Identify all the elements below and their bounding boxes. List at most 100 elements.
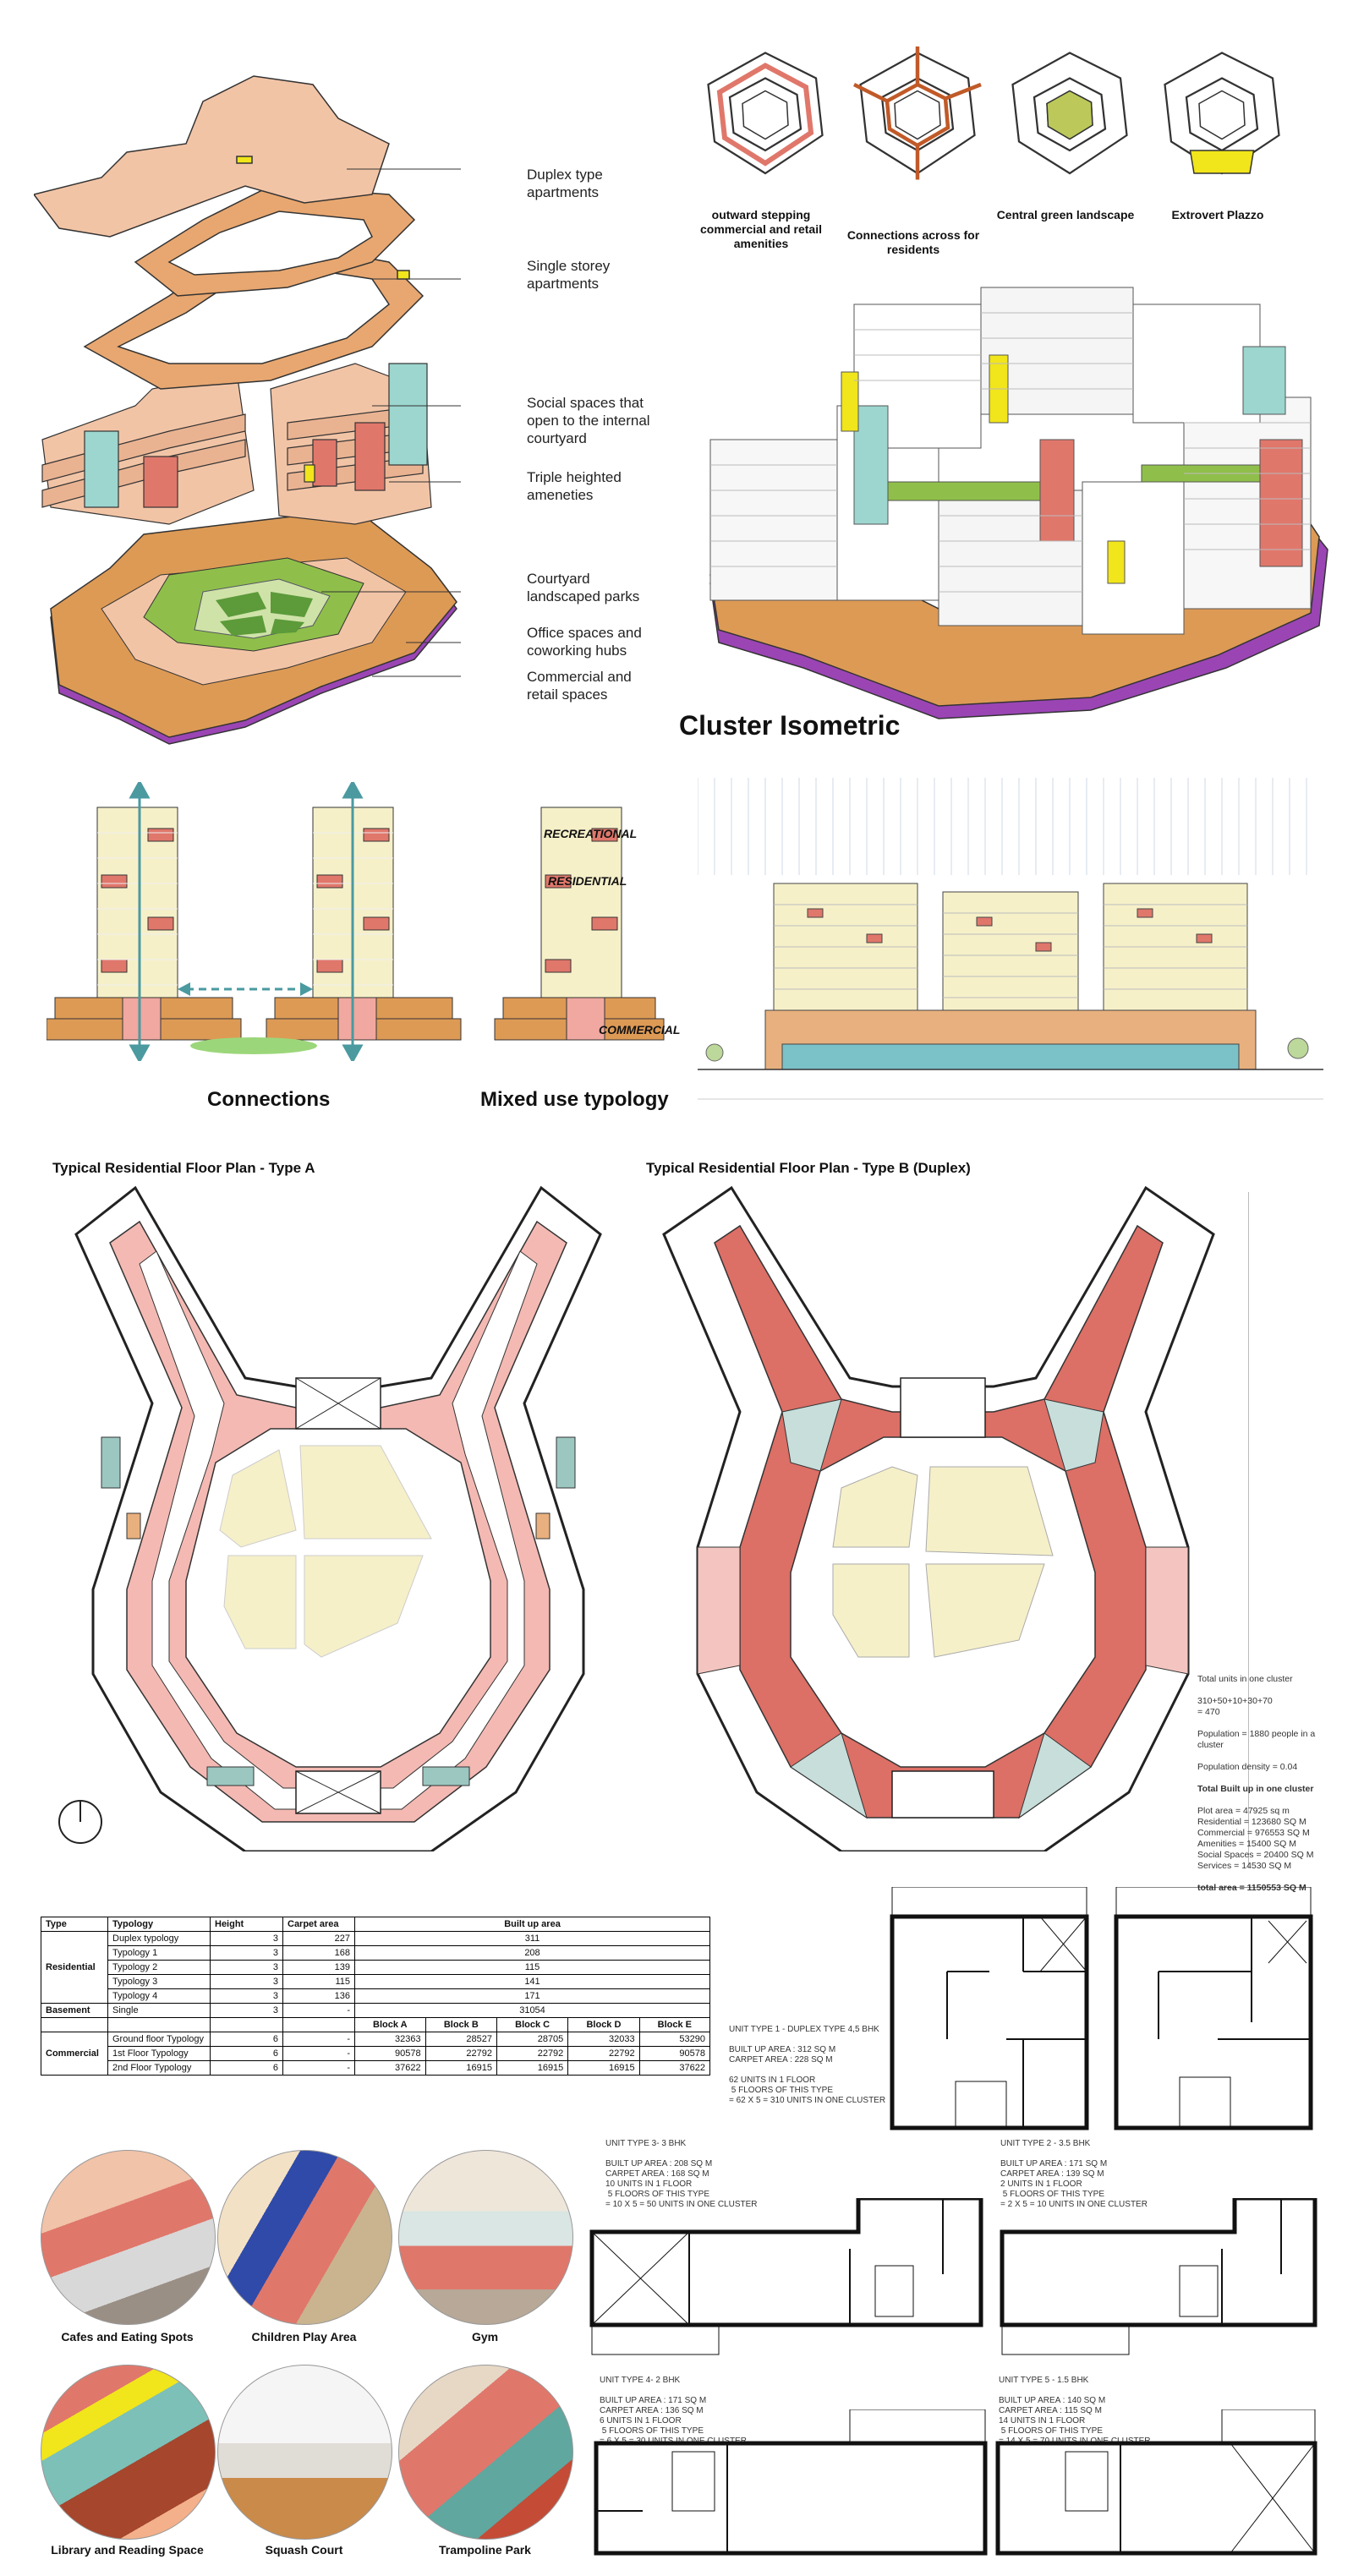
table-header-row: Type Typology Height Carpet area Built u…: [41, 1917, 710, 1932]
title-mixed-use: Mixed use typology: [480, 1088, 669, 1111]
row-label-commercial: Commercial: [41, 2032, 108, 2076]
stats-population: Population = 1880 people in a cluster: [1197, 1729, 1316, 1750]
cell: 37622: [638, 2060, 711, 2076]
header-block-a: Block A: [354, 2017, 426, 2032]
cell: 28527: [425, 2032, 497, 2047]
unit-plans-row-1: [589, 2198, 1317, 2355]
area-table: Type Typology Height Carpet area Built u…: [41, 1917, 711, 2076]
stats-total-units-title: Total units in one cluster: [1197, 1674, 1293, 1684]
unit-plans-duplex: [890, 1887, 1313, 2130]
cell: -: [282, 2032, 355, 2047]
table-row: 1st Floor Typology 6 - 90578 22792 22792…: [41, 2046, 711, 2061]
cell: 3: [210, 2003, 283, 2018]
cell: Single: [107, 2003, 211, 2018]
caption-library: Library and Reading Space: [51, 2543, 204, 2557]
caption-cafes: Cafes and Eating Spots: [61, 2330, 194, 2344]
unit-type-2-notes: UNIT TYPE 2 - 3.5 BHK BUILT UP AREA : 17…: [1000, 2139, 1148, 2209]
table-row: Typology 2 3 139 115: [41, 1960, 710, 1975]
caption-extrovert-plazzo: Extrovert Plazzo: [1171, 208, 1264, 222]
caption-squash: Squash Court: [265, 2543, 343, 2557]
cell: 90578: [354, 2046, 426, 2061]
table-row: 2nd Floor Typology 6 - 37622 16915 16915…: [41, 2060, 711, 2076]
cell: 141: [354, 1974, 710, 1989]
label-commercial-section: COMMERCIAL: [599, 1023, 681, 1036]
cell: 311: [354, 1931, 710, 1946]
cell: Typology 2: [107, 1960, 211, 1975]
cell: 115: [354, 1960, 710, 1975]
cell: 6: [210, 2060, 283, 2076]
cell: -: [282, 2003, 355, 2018]
cell: Duplex typology: [107, 1931, 211, 1946]
header-block-d: Block D: [567, 2017, 640, 2032]
cluster-elevation: [698, 778, 1323, 1100]
concept-diagrams: [707, 46, 1280, 180]
title-plan-type-a: Typical Residential Floor Plan - Type A: [52, 1160, 315, 1176]
table-row: Commercial Ground floor Typology 6 - 323…: [41, 2032, 711, 2076]
label-duplex: Duplex type apartments: [527, 167, 603, 200]
cell: 136: [282, 1988, 355, 2004]
cell: -: [282, 2046, 355, 2061]
unit-type-1-notes: UNIT TYPE 1 - DUPLEX TYPE 4,5 BHK BUILT …: [729, 2025, 886, 2105]
cluster-isometric-drawing: [709, 287, 1328, 719]
label-courtyard: Courtyard landscaped parks: [527, 571, 640, 604]
cell: 6: [210, 2046, 283, 2061]
stats-total-area: total area = 1150553 SQ M: [1197, 1883, 1306, 1893]
cell: 32363: [354, 2032, 426, 2047]
cell: Typology 3: [107, 1974, 211, 1989]
table-block-header-row: Block A Block B Block C Block D Block E: [41, 2017, 711, 2032]
amenity-image-trampoline: [398, 2365, 573, 2540]
label-office: Office spaces and coworking hubs: [527, 625, 642, 659]
table-row: Residential Duplex typology 3 227 311: [41, 1931, 710, 2004]
connections-sections: [47, 782, 665, 1061]
cell: 37622: [354, 2060, 426, 2076]
cell: 3: [210, 1988, 283, 2004]
cell: 1st Floor Typology: [107, 2046, 211, 2061]
title-cluster-isometric: Cluster Isometric: [679, 710, 901, 741]
cell: 32033: [567, 2032, 640, 2047]
unit-plans-row-2: [594, 2409, 1317, 2556]
cell: 90578: [638, 2046, 711, 2061]
label-triple-heighted: Triple heighted ameneties: [527, 469, 622, 503]
row-label-basement: Basement: [41, 2003, 108, 2018]
cell: 2nd Floor Typology: [107, 2060, 211, 2076]
cell: 16915: [425, 2060, 497, 2076]
floor-plan-type-a: [58, 1185, 602, 1851]
cell: 3: [210, 1931, 283, 1946]
cell: 227: [282, 1931, 355, 1946]
label-commercial: Commercial and retail spaces: [527, 669, 632, 703]
cell: 16915: [496, 2060, 569, 2076]
amenity-image-children-play: [217, 2150, 392, 2325]
header-height: Height: [210, 1917, 283, 1932]
table-row: Typology 4 3 136 171: [41, 1988, 710, 2004]
cell: 31054: [354, 2003, 710, 2018]
label-residential: RESIDENTIAL: [548, 874, 627, 888]
amenity-image-library: [41, 2365, 216, 2540]
caption-connections-across: Connections across for residents: [846, 228, 980, 256]
stats-total-units-calc: 310+50+10+30+70 = 470: [1197, 1696, 1273, 1717]
stats-divider: [1248, 1192, 1249, 1868]
table-row: Typology 1 3 168 208: [41, 1945, 710, 1961]
unit-type-3-notes: UNIT TYPE 3- 3 BHK BUILT UP AREA : 208 S…: [605, 2139, 758, 2209]
cell: 139: [282, 1960, 355, 1975]
cell: 3: [210, 1945, 283, 1961]
cell: 168: [282, 1945, 355, 1961]
label-single-storey: Single storey apartments: [527, 258, 611, 292]
stats-built-up-title: Total Built up in one cluster: [1197, 1784, 1314, 1794]
caption-gym: Gym: [471, 2330, 499, 2344]
cell: 28705: [496, 2032, 569, 2047]
exploded-axonometric: [34, 75, 461, 745]
header-type: Type: [41, 1917, 108, 1932]
stats-density: Population density = 0.04: [1197, 1762, 1298, 1772]
amenity-image-gym: [398, 2150, 573, 2325]
amenity-image-cafes: [41, 2150, 216, 2325]
cell: 171: [354, 1988, 710, 2004]
cell: 115: [282, 1974, 355, 1989]
table-row: Typology 3 3 115 141: [41, 1974, 710, 1989]
caption-trampoline: Trampoline Park: [439, 2543, 531, 2557]
cell: 6: [210, 2032, 283, 2047]
header-carpet: Carpet area: [282, 1917, 355, 1932]
title-connections: Connections: [207, 1088, 331, 1111]
cell: 22792: [496, 2046, 569, 2061]
caption-central-green: Central green landscape: [996, 208, 1135, 222]
amenity-image-squash: [217, 2365, 392, 2540]
